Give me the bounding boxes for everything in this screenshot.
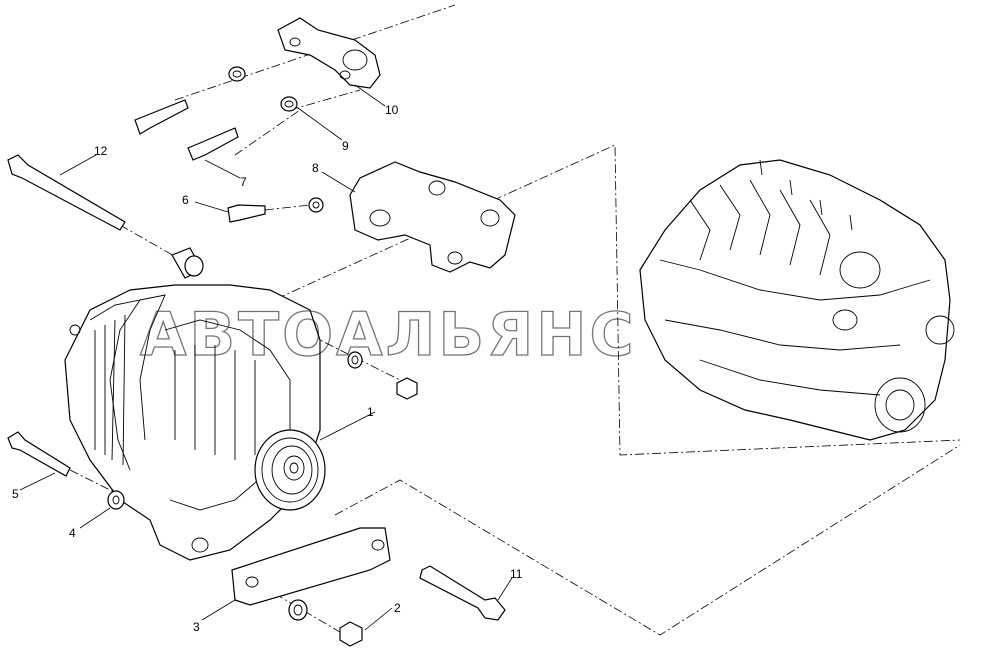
spacer-bushing	[171, 247, 204, 279]
washer-part-4	[107, 490, 125, 510]
washer-nut-mid	[347, 351, 418, 400]
washers-upper	[228, 66, 324, 213]
alternator-part-1	[64, 284, 326, 561]
callout-12: 12	[94, 144, 108, 158]
callout-7: 7	[240, 175, 247, 189]
callouts: 1 2 3 4 5 6 7 8 9 10 11 12	[12, 103, 523, 634]
mounting-plate-part-10	[277, 17, 381, 89]
callout-6: 6	[182, 193, 189, 207]
callout-4: 4	[69, 526, 76, 540]
callout-11: 11	[510, 567, 523, 581]
callout-5: 5	[12, 487, 19, 501]
bracket-part-8	[349, 161, 516, 273]
bolts-upper	[134, 99, 266, 223]
strap-part-3	[231, 527, 391, 606]
watermark-text: АВТОАЛЬЯНС	[140, 300, 637, 370]
engine-assembly	[639, 159, 955, 441]
callout-9: 9	[342, 139, 349, 153]
leader-lines	[19, 84, 513, 631]
callout-2: 2	[394, 601, 401, 615]
bolt-part-11	[419, 565, 506, 621]
callout-3: 3	[193, 620, 200, 634]
bolt-part-5	[7, 431, 71, 477]
callout-8: 8	[312, 161, 319, 175]
washer-nut-part-2	[288, 599, 363, 647]
callout-1: 1	[367, 405, 374, 419]
long-bolt-part-12	[7, 154, 126, 231]
callout-10: 10	[385, 103, 399, 117]
